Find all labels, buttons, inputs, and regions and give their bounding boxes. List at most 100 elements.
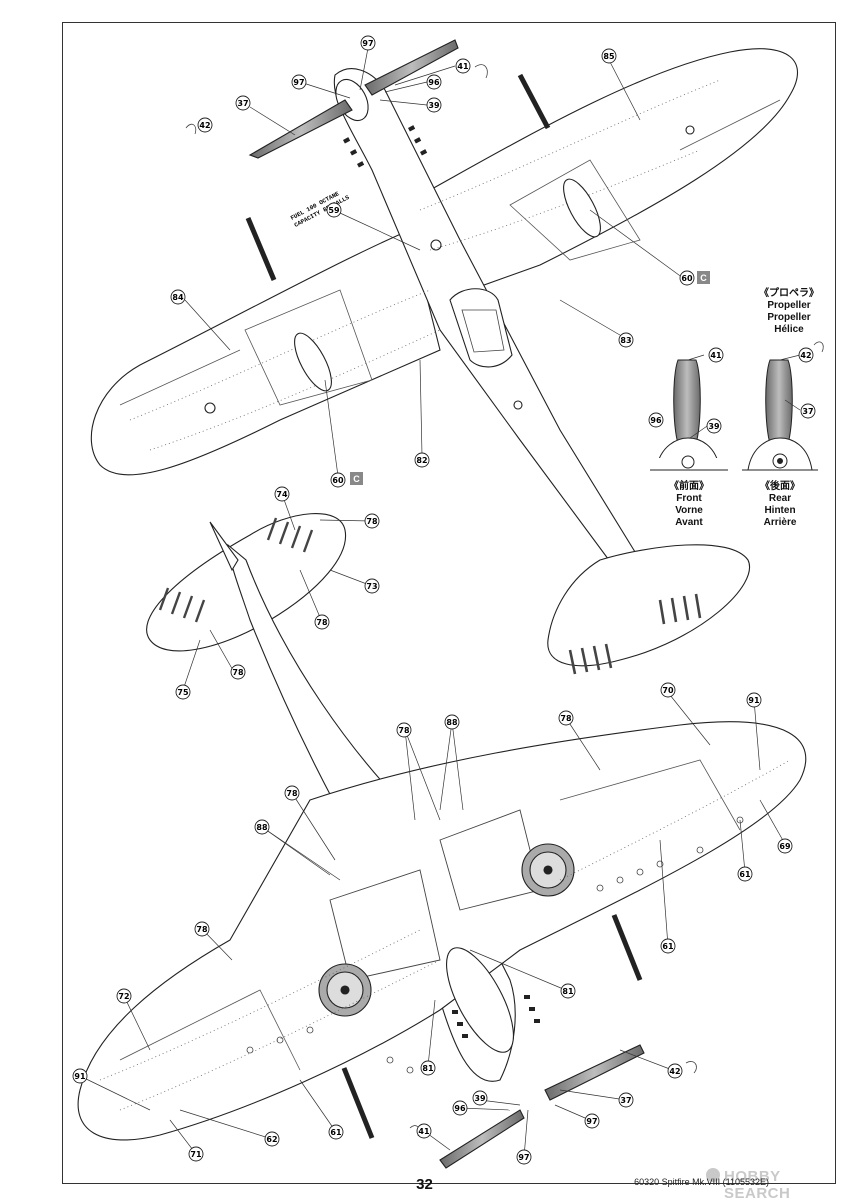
callout-circle (416, 1123, 432, 1139)
callout-circle (364, 513, 380, 529)
callout-circle (618, 332, 634, 348)
lower-prop-blade-2 (544, 1044, 645, 1101)
callout-circle (194, 921, 210, 937)
callout-c78-a: 78 (364, 513, 380, 529)
callout-number: 62 (266, 1135, 277, 1144)
callout-circle (455, 58, 471, 74)
callout-circle (420, 1060, 436, 1076)
callout-circle (708, 347, 724, 363)
callout-c74: 74 (274, 486, 290, 502)
upper-tailplane (547, 544, 751, 667)
callout-c59: 59 (326, 202, 342, 218)
prop-front-diagram (650, 359, 728, 471)
callout-c61-b: 61 (660, 938, 676, 954)
front-legend-line-2: Vorne (675, 505, 703, 516)
callout-number: 41 (457, 62, 469, 71)
callout-c78-g: 78 (194, 921, 210, 937)
propeller-legend-line-1: Propeller (767, 300, 811, 311)
callout-circle (284, 785, 300, 801)
callout-number: 37 (802, 407, 813, 416)
upper-prop-blade-1 (248, 99, 353, 159)
callout-circle (648, 412, 664, 428)
callout-c78-c: 78 (230, 664, 246, 680)
callout-c71: 71 (188, 1146, 204, 1162)
callout-circle (314, 614, 330, 630)
callout-circle (175, 684, 191, 700)
svg-text:C: C (700, 273, 707, 283)
callout-c88-a: 88 (444, 714, 460, 730)
callout-c39-prop: 39 (706, 418, 722, 434)
callout-circle (254, 819, 270, 835)
lower-aircraft (77, 513, 807, 1169)
upper-prop-blade-2 (364, 39, 459, 96)
callout-circle (706, 418, 722, 434)
callout-circle (274, 486, 290, 502)
callout-c84: 84 (170, 289, 186, 305)
rear-legend-heading: 《後面》 (760, 481, 800, 492)
callout-number: 70 (662, 686, 674, 695)
callout-number: 72 (118, 992, 129, 1001)
callout-number: 60 (681, 274, 693, 283)
callout-circle (452, 1100, 468, 1116)
callout-number: 60 (332, 476, 344, 485)
callout-c83: 83 (618, 332, 634, 348)
callout-c85: 85 (601, 48, 617, 64)
callout-number: 97 (293, 78, 304, 87)
callout-c61-a: 61 (737, 866, 753, 882)
callout-c82: 82 (414, 452, 430, 468)
callout-circle (116, 988, 132, 1004)
callout-c78-d: 78 (558, 710, 574, 726)
callout-circle (235, 95, 251, 111)
callout-number: 39 (474, 1094, 486, 1103)
propeller-legend-line-3: Hélice (774, 324, 804, 335)
callout-c88-b: 88 (254, 819, 270, 835)
lower-prop-blade-1 (439, 1109, 525, 1169)
callout-c60-a: 60 (679, 270, 695, 286)
rear-legend: 《後面》 Rear Hinten Arrière (740, 481, 820, 529)
callout-number: 61 (739, 870, 751, 879)
letter-tag-mid: C (350, 472, 363, 485)
callout-circle (326, 202, 342, 218)
callout-c42-top: 42 (197, 117, 213, 133)
front-legend-line-1: Front (676, 493, 702, 504)
callout-circle (777, 838, 793, 854)
callout-number: 91 (74, 1072, 86, 1081)
page-number: 32 (416, 1176, 433, 1193)
rear-legend-line-3: Arrière (763, 517, 797, 528)
callout-number: 73 (366, 582, 377, 591)
callout-circle (426, 97, 442, 113)
callout-circle (737, 866, 753, 882)
leader-lines (79, 47, 801, 1158)
callout-c91-a: 91 (746, 692, 762, 708)
callout-circle (414, 452, 430, 468)
callout-c42-prop: 42 (798, 347, 814, 363)
callout-c78-e: 78 (396, 722, 412, 738)
callout-number: 42 (800, 351, 811, 360)
callout-c91-b: 91 (72, 1068, 88, 1084)
callout-c75: 75 (175, 684, 191, 700)
callout-c37-prop: 37 (800, 403, 816, 419)
callout-number: 39 (428, 101, 440, 110)
hobby-search-logo-icon (706, 1168, 720, 1182)
callout-c96-bot: 96 (452, 1100, 468, 1116)
callout-c41-prop: 41 (708, 347, 724, 363)
callout-c41-bot: 41 (416, 1123, 432, 1139)
propeller-legend: 《プロペラ》 Propeller Propeller Hélice (744, 288, 834, 336)
decal-outline-markers (185, 64, 824, 1137)
callout-number: 71 (190, 1150, 202, 1159)
propeller-legend-heading: 《プロペラ》 (759, 288, 819, 299)
callout-c97-nose: 97 (291, 74, 307, 90)
callout-c61-c: 61 (328, 1124, 344, 1140)
upper-cockpit (449, 288, 513, 368)
callout-circle (264, 1131, 280, 1147)
callout-circle (584, 1113, 600, 1129)
callout-number: 37 (620, 1096, 631, 1105)
callout-number: 78 (316, 618, 328, 627)
callout-c69: 69 (777, 838, 793, 854)
callout-circle (516, 1149, 532, 1165)
callout-number: 91 (748, 696, 760, 705)
callout-circle (330, 472, 346, 488)
